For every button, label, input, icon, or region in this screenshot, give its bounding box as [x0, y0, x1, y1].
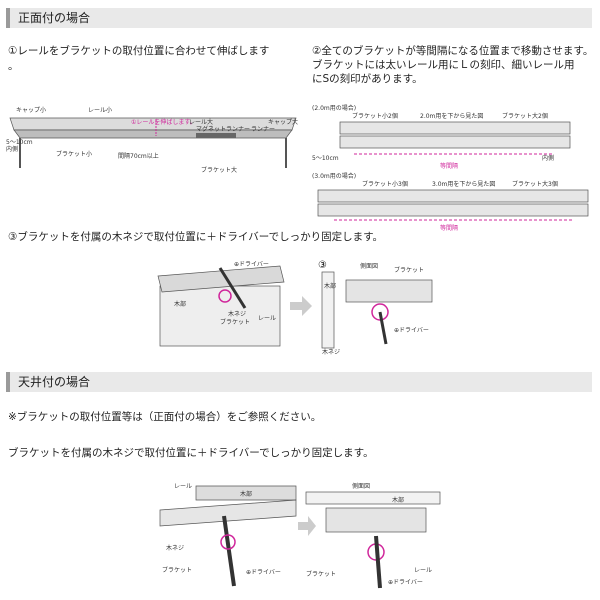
- label-bracket-large: ブラケット大: [201, 166, 237, 174]
- step2-line2: ブラケットには太いレール用にＬの刻印、細いレール用: [312, 59, 575, 71]
- label-view-3m: 3.0m用を下から見た図: [432, 181, 495, 188]
- label-wood-side: 木部: [324, 282, 336, 290]
- label-driver: ⊕ドライバー: [234, 261, 269, 268]
- label-screw: 木ネジ: [228, 310, 246, 318]
- label-rail-large: レール大: [189, 118, 213, 126]
- label-extend-instr: ①レールを伸ばします。: [131, 118, 196, 126]
- label-2m: (2.0m用の場合): [312, 104, 356, 112]
- rail-extend-diagram: キャップ小 レール小 ①レールを伸ばします。 レール大 マグネットランナー ラン…: [6, 106, 298, 174]
- step3-text: ③ブラケットを付属の木ネジで取付位置に＋ドライバーでしっかり固定します。: [8, 231, 384, 243]
- label-cap-large: キャップ大: [268, 118, 298, 126]
- label-screw-side: 木ネジ: [322, 348, 340, 356]
- step2-line3: にSの刻印があります。: [312, 73, 423, 85]
- ceiling-fixing-diagram: レール 木部 木ネジ ブラケット ⊕ドライバー 側面図 木部 ブラケット レール…: [159, 482, 441, 589]
- bracket-spacing-diagram: (2.0m用の場合) ブラケット小2個 2.0m用を下から見た図 ブラケット大2…: [312, 104, 589, 232]
- label-equal-3m: 等間隔: [440, 224, 458, 232]
- front-fixing-diagram: ⊕ドライバー 木部 木ネジ ブラケット レール ③ 木部 側面図 ブラケット ⊕…: [157, 260, 433, 356]
- label-equal-2m: 等間隔: [440, 162, 458, 170]
- step2-line1: ②全てのブラケットが等間隔になる位置まで移動させます。: [312, 45, 594, 57]
- label-b-small-3: ブラケット小3個: [362, 180, 408, 188]
- step1-cont: 。: [8, 60, 19, 72]
- label-rail-ceiling: レール: [174, 483, 192, 490]
- label-3m: (3.0m用の場合): [312, 172, 356, 180]
- label-note: 間隔70cm以上: [118, 152, 159, 160]
- section-header-front: 正面付の場合: [6, 8, 592, 28]
- label-dim-right: 内側: [542, 154, 554, 162]
- label-cap-small: キャップ小: [16, 106, 46, 114]
- label-driver-side-ceiling: ⊕ドライバー: [388, 579, 423, 586]
- label-rail: レール: [258, 315, 276, 322]
- label-wood: 木部: [174, 300, 186, 308]
- label-dim-left: 5～10cm: [312, 155, 339, 162]
- label-runner: ランナー: [251, 126, 275, 133]
- label-bracket-small: ブラケット小: [56, 150, 92, 158]
- label-b-large-2: ブラケット大2個: [502, 112, 548, 120]
- label-inner: 内側: [6, 145, 18, 153]
- label-bracket: ブラケット: [220, 318, 250, 326]
- label-rail-small: レール小: [88, 106, 112, 114]
- label-b-large-3: ブラケット大3個: [512, 180, 558, 188]
- label-driver-ceiling: ⊕ドライバー: [246, 569, 281, 576]
- label-rail-side-ceiling: レール: [414, 567, 432, 574]
- label-screw-ceiling: 木ネジ: [166, 544, 184, 552]
- label-side-view: 側面図: [360, 262, 378, 270]
- label-wood-side-ceiling: 木部: [392, 496, 404, 504]
- label-bracket-side-ceiling: ブラケット: [306, 570, 336, 578]
- label-dim: 5～10cm: [6, 139, 33, 146]
- ceiling-note: ※ブラケットの取付位置等は（正面付の場合）をご参照ください。: [8, 411, 322, 423]
- label-view-2m: 2.0m用を下から見た図: [420, 113, 483, 120]
- label-magnet-runner: マグネットランナー: [196, 125, 250, 133]
- label-b-small-2: ブラケット小2個: [352, 112, 398, 120]
- label-bracket-ceiling: ブラケット: [162, 566, 192, 574]
- section-header-ceiling: 天井付の場合: [6, 372, 592, 392]
- label-wood-ceiling: 木部: [240, 490, 252, 498]
- label-side-ceiling: 側面図: [352, 482, 370, 490]
- label-driver-side: ⊕ドライバー: [394, 327, 429, 334]
- label-step3-num: ③: [318, 260, 327, 271]
- label-bracket-side: ブラケット: [394, 266, 424, 274]
- ceiling-step: ブラケットを付属の木ネジで取付位置に＋ドライバーでしっかり固定します。: [8, 447, 374, 459]
- step1-text: ①レールをブラケットの取付位置に合わせて伸ばします: [8, 45, 270, 57]
